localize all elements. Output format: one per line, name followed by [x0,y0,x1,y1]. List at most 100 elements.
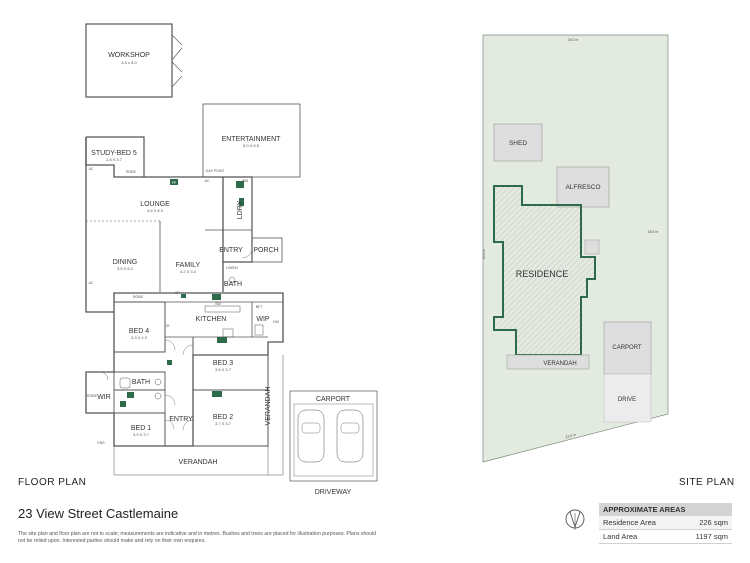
residence [493,185,596,356]
site-labels: SHED ALFRESCO RESIDENCE VERANDAH CARPORT… [482,38,658,439]
ac-tag: AC [205,179,210,183]
site-verandah [506,354,590,370]
workshop-door [171,34,183,88]
ens-tag: ENS [97,441,105,445]
bath-top-label: BATH [224,281,242,288]
lounge-dim: 4.6 X 6.0 [147,208,164,213]
car-right [336,409,364,463]
entertainment-dim: 5.0 X 6.5 [243,143,260,148]
sw-tag: SW [215,302,221,306]
bft-tag: BFT [256,305,263,309]
door-swing [164,394,176,406]
areas-heading: APPROXIMATE AREAS [599,503,732,516]
bed2-dim: 3.7 X 3.7 [215,421,232,426]
island-bench [204,305,241,313]
site-plan-title: SITE PLAN [679,477,735,488]
address: 23 View Street Castlemaine [18,506,179,521]
kitchen-label: KITCHEN [196,316,227,323]
dim-bottom: 23.8 m [565,433,576,439]
site-drive [603,373,652,423]
bath-tub [119,377,131,389]
bed1-label: BED 1 [131,425,151,432]
areas-row-label: Residence Area [603,518,656,527]
robe-tag: ROBE [133,295,144,299]
site-carport-label: CARPORT [612,345,642,351]
verandah-bottom-label: VERANDAH [179,459,218,466]
workshop [85,23,173,98]
wir-walls [86,371,115,414]
wm-tag: WM [242,179,248,183]
dw-tag: DW [273,320,280,324]
bath-bottom-label: BATH [132,379,150,386]
entry-bottom-label: ENTRY [169,416,193,423]
carport [289,390,378,482]
laundry-label: LDRY [237,200,244,219]
up-tag: UP [175,291,181,295]
approximate-areas-table: APPROXIMATE AREAS Residence Area 226 sqm… [599,503,732,544]
shed-label: SHED [509,140,527,147]
bath-bottom-walls [114,371,166,391]
bed4-dim: 3.3 X 4.2 [131,335,148,340]
residence-label: RESIDENCE [516,269,569,279]
car-right-window [340,422,360,434]
bed4-label: BED 4 [129,328,149,335]
door-swing [164,339,176,351]
accent-markers [120,179,244,407]
car-left-window [301,422,321,434]
floor-plan-title: FLOOR PLAN [18,477,87,488]
areas-row-value: 226 sqm [699,518,728,527]
alfresco [556,166,610,208]
study-walls [86,136,145,177]
north-arrow-icon [565,509,585,530]
verandah-outline [113,355,284,476]
room-labels: WORKSHOP 4.5 x 6.0 ENTERTAINMENT 5.0 X 6… [91,52,351,496]
house-outer-wall [85,137,284,447]
site-plan [482,34,669,463]
fixture-tags: ROBE ROBE ROBE AC AC AC GAS POINT WM DW … [87,167,280,445]
site-drive-label: DRIVE [618,397,636,403]
robe-tag: ROBE [126,170,137,174]
shed [493,123,543,162]
wir-label: WIR [97,394,111,401]
gas-point-tag: GAS POINT [205,169,225,173]
carport-inner [293,403,374,477]
porch-label: PORCH [253,247,278,254]
lounge-label: LOUNGE [140,201,170,208]
dim-top: 25.0 m [568,38,579,42]
dining-dim: 3.5 X 5.2 [117,266,134,271]
bed3-label: BED 3 [213,360,233,367]
floor-plan [85,23,378,482]
dim-right: 48.5 m [648,230,659,234]
areas-row-label: Land Area [603,532,638,541]
ac-tag: AC [89,281,94,285]
bed2-label: BED 2 [213,414,233,421]
alfresco-label: ALFRESCO [565,184,600,191]
ac-tag: AC [89,167,94,171]
bed4-walls [114,301,166,353]
areas-row: Land Area 1197 sqm [599,530,732,544]
areas-row: Residence Area 226 sqm [599,516,732,530]
family-dim: 4.2 X 3.4 [180,269,197,274]
verandah-side-label: VERANDAH [265,387,272,426]
car-left [297,409,325,463]
carport-label: CARPORT [316,396,351,403]
basin [154,392,162,400]
site-carport [603,321,652,375]
study-dim: 2.8 X 3.7 [106,157,123,162]
door-swing [182,344,194,356]
workshop-dim: 4.5 x 6.0 [121,60,137,65]
fridge-cabinet [254,324,264,336]
entertainment-label: ENTERTAINMENT [222,136,282,143]
door-swing [182,419,194,431]
study-label: STUDY-BED 5 [91,150,137,157]
fp-tag: FP [172,181,177,185]
door-swing [241,247,253,259]
disclaimer: The site plan and floor plan are not to … [18,531,377,544]
wip-label: WIP [256,316,270,323]
entry-top-label: ENTRY [219,247,243,254]
dim-left: 50.0 m [482,249,486,260]
bed3-dim: 3.8 X 3.7 [215,367,232,372]
stove [222,328,234,338]
dining-label: DINING [113,259,138,266]
